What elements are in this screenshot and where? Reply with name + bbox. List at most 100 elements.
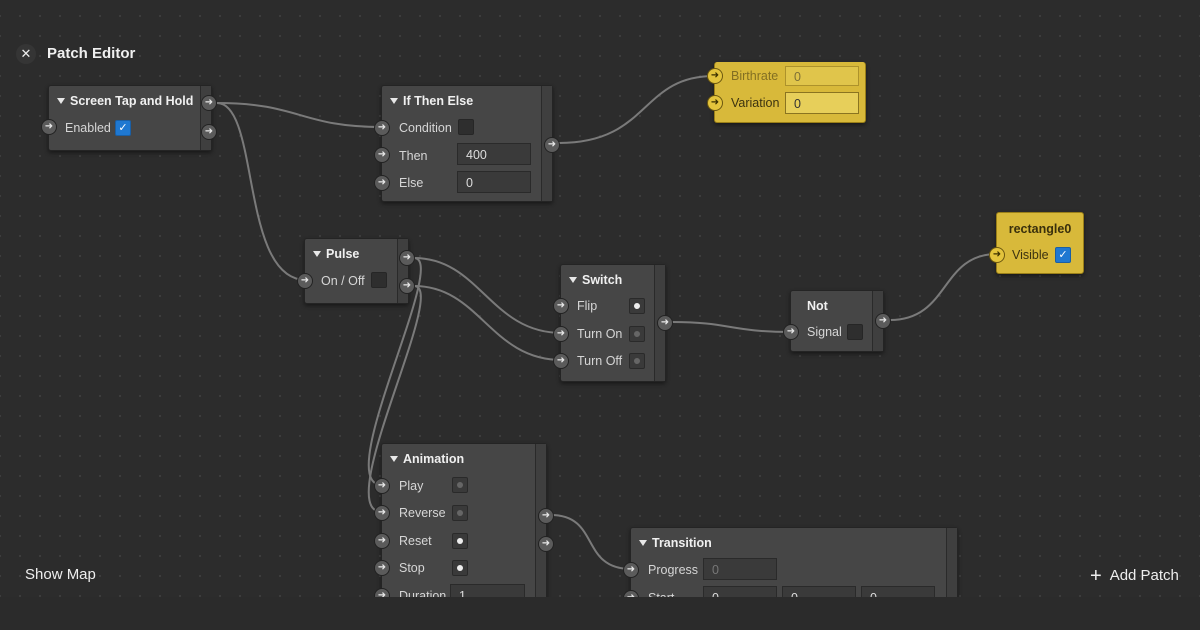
output-port-arrow-icon[interactable]: ➜ (399, 250, 415, 266)
flip-pulse-button[interactable] (629, 298, 645, 314)
add-patch-label: Add Patch (1109, 567, 1179, 584)
signal-label: Signal (807, 325, 842, 339)
node-emitter[interactable]: ➜ Birthrate 0 ➜ Variation 0 (707, 62, 866, 123)
triangle-down-icon[interactable] (57, 98, 65, 104)
output-port-arrow-icon[interactable]: ➜ (201, 95, 217, 111)
input-port-arrow-icon[interactable]: ➜ (374, 478, 390, 494)
stop-label: Stop (399, 561, 425, 575)
else-value-field[interactable]: 0 (457, 171, 531, 193)
node-title[interactable]: Not (807, 299, 828, 313)
triangle-down-icon[interactable] (569, 277, 577, 283)
close-icon[interactable]: ✕ (16, 44, 36, 64)
input-port-arrow-icon[interactable]: ➜ (553, 326, 569, 342)
else-label: Else (399, 176, 424, 190)
node-title[interactable]: If Then Else (390, 94, 473, 108)
input-port-arrow-icon[interactable]: ➜ (553, 353, 569, 369)
input-port-arrow-icon[interactable]: ➜ (374, 120, 390, 136)
triangle-down-icon[interactable] (639, 540, 647, 546)
node-title[interactable]: Transition (639, 536, 712, 550)
input-port-arrow-icon[interactable]: ➜ (707, 68, 723, 84)
input-port-arrow-icon[interactable]: ➜ (374, 560, 390, 576)
input-port-arrow-icon[interactable]: ➜ (374, 533, 390, 549)
variation-field[interactable]: 0 (785, 92, 859, 114)
onoff-checkbox[interactable] (371, 272, 387, 288)
triangle-down-icon[interactable] (390, 456, 398, 462)
visible-label: Visible (1012, 248, 1049, 262)
output-port-arrow-icon[interactable]: ➜ (538, 536, 554, 552)
birthrate-label: Birthrate (731, 69, 779, 83)
wire-switch-to-not (671, 321, 792, 333)
output-port-arrow-icon[interactable]: ➜ (657, 315, 673, 331)
node-title[interactable]: Animation (390, 452, 464, 466)
reset-pulse-button[interactable] (452, 533, 468, 549)
turn-off-pulse-button[interactable] (629, 353, 645, 369)
then-label: Then (399, 149, 428, 163)
input-port-arrow-icon[interactable]: ➜ (783, 324, 799, 340)
output-port-arrow-icon[interactable]: ➜ (544, 137, 560, 153)
show-map-button[interactable]: Show Map (25, 566, 96, 583)
footer-bar (0, 597, 1200, 630)
input-port-arrow-icon[interactable]: ➜ (989, 247, 1005, 263)
progress-field[interactable]: 0 (703, 558, 777, 580)
node-if-then-else[interactable]: If Then Else ➜ Condition ➜ Then 400 ➜ El… (374, 85, 560, 202)
output-port-arrow-icon[interactable]: ➜ (538, 508, 554, 524)
enabled-label: Enabled (65, 121, 111, 135)
wire-anim-to-progress (550, 514, 632, 570)
wire-ite-to-variation (558, 75, 715, 144)
node-title[interactable]: Pulse (313, 247, 359, 261)
turn-off-label: Turn Off (577, 354, 623, 368)
node-screen-tap-and-hold[interactable]: Screen Tap and Hold ➜ Enabled ✓ ➜ ➜ (41, 85, 217, 151)
triangle-down-icon[interactable] (313, 251, 321, 257)
progress-label: Progress (648, 563, 699, 577)
output-rail (946, 528, 957, 618)
wire-tap-to-pulse (216, 102, 307, 281)
output-rail (535, 444, 546, 614)
node-title[interactable]: Switch (569, 273, 622, 287)
input-port-arrow-icon[interactable]: ➜ (374, 175, 390, 191)
plus-icon: + (1090, 565, 1102, 587)
page-title: Patch Editor (47, 45, 136, 62)
input-port-arrow-icon[interactable]: ➜ (41, 119, 57, 135)
condition-label: Condition (399, 121, 452, 135)
reset-label: Reset (399, 534, 432, 548)
stop-pulse-button[interactable] (452, 560, 468, 576)
flip-label: Flip (577, 299, 598, 313)
input-port-arrow-icon[interactable]: ➜ (374, 505, 390, 521)
output-rail (200, 86, 211, 150)
reverse-pulse-button[interactable] (452, 505, 468, 521)
node-rectangle0[interactable]: rectangle0 ➜ Visible ✓ (989, 212, 1084, 274)
turn-on-pulse-button[interactable] (629, 326, 645, 342)
birthrate-field[interactable]: 0 (785, 66, 859, 86)
node-switch[interactable]: Switch ➜ Flip ➜ Turn On ➜ Turn Off ➜ (553, 264, 673, 382)
node-animation[interactable]: Animation ➜ Play ➜ Reverse ➜ Reset ➜ Sto… (374, 443, 554, 615)
triangle-down-icon[interactable] (390, 98, 398, 104)
play-label: Play (399, 479, 424, 493)
wire-pulse-to-turnoff (413, 285, 563, 361)
signal-checkbox[interactable] (847, 324, 863, 340)
input-port-arrow-icon[interactable]: ➜ (297, 273, 313, 289)
input-port-arrow-icon[interactable]: ➜ (707, 95, 723, 111)
turn-on-label: Turn On (577, 327, 623, 341)
input-port-arrow-icon[interactable]: ➜ (374, 147, 390, 163)
node-not[interactable]: Not ➜ Signal ➜ (783, 290, 891, 352)
play-pulse-button[interactable] (452, 477, 468, 493)
enabled-checkbox[interactable]: ✓ (115, 120, 131, 136)
output-port-arrow-icon[interactable]: ➜ (399, 278, 415, 294)
condition-checkbox[interactable] (458, 119, 474, 135)
variation-label: Variation (731, 96, 780, 110)
visible-checkbox[interactable]: ✓ (1055, 247, 1071, 263)
then-value-field[interactable]: 400 (457, 143, 531, 165)
node-title[interactable]: Screen Tap and Hold (57, 94, 193, 108)
node-title[interactable]: rectangle0 (1008, 222, 1072, 236)
add-patch-button[interactable]: + Add Patch (1090, 565, 1179, 588)
output-port-arrow-icon[interactable]: ➜ (875, 313, 891, 329)
input-port-arrow-icon[interactable]: ➜ (553, 298, 569, 314)
wire-not-to-visible (889, 253, 998, 321)
node-pulse[interactable]: Pulse ➜ On / Off ➜ ➜ (297, 238, 415, 304)
output-port-arrow-icon[interactable]: ➜ (201, 124, 217, 140)
input-port-arrow-icon[interactable]: ➜ (623, 562, 639, 578)
wire-tap-to-condition (216, 102, 383, 128)
wire-pulse-to-turnon (413, 257, 563, 334)
